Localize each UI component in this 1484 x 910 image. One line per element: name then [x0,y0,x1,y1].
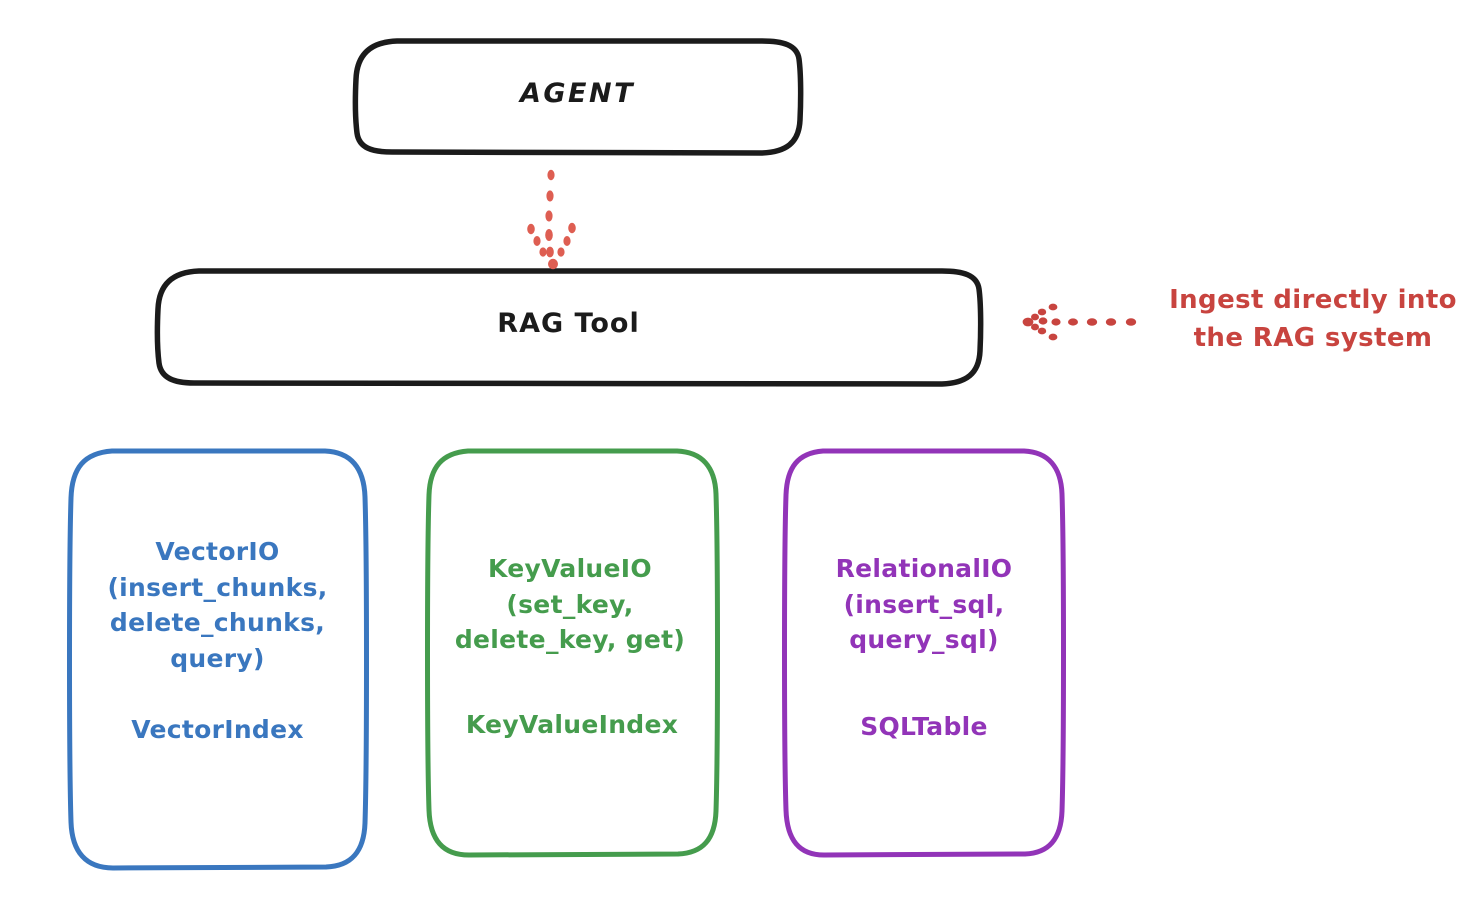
relational-io-title: RelationalIO (insert_sql, query_sql) [835,554,1013,654]
rag-tool-node[interactable] [157,270,980,383]
vector-io-title: VectorIO (insert_chunks, delete_chunks, … [107,537,328,673]
vector-io-subtitle: VectorIndex [131,715,304,744]
agent-node-shape [352,38,804,156]
ingest-annotation-connector [1022,300,1142,342]
vector-io-node-shape [67,448,369,871]
relational-io-subtitle: SQLTable [860,712,988,741]
ingest-annotation-arrow-icon [1022,303,1137,341]
key-value-io-title: KeyValueIO (set_key, delete_key, get) [454,554,686,654]
relational-io-node-shape [782,448,1066,858]
rag-tool-node-shape [154,268,984,387]
agent-to-rag-tool-connector [532,165,566,265]
agent-to-rag-tool-arrow-icon [527,169,576,270]
key-value-io-subtitle: KeyValueIndex [465,710,679,739]
ingest-annotation-label: Ingest directly into the RAG system [1169,285,1457,353]
agent-node[interactable] [355,40,800,153]
key-value-io-node-shape [425,448,720,858]
